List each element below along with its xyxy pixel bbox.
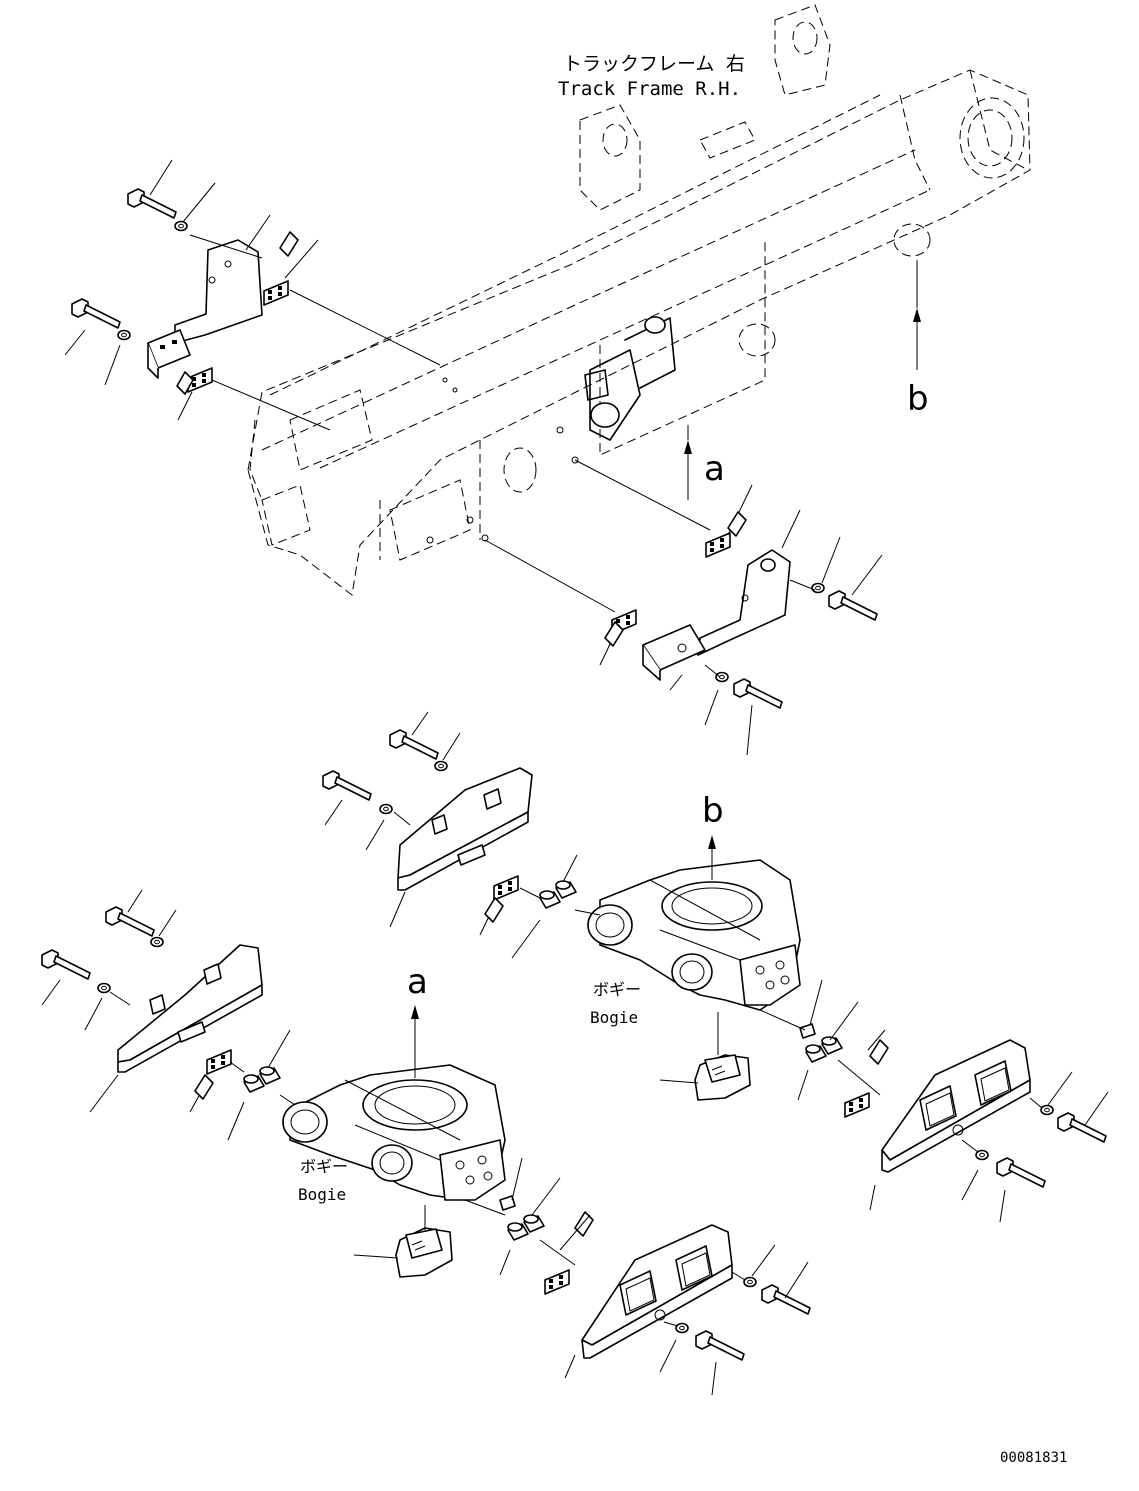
bolt-10 <box>41 949 91 980</box>
frame-guard-right <box>484 459 883 756</box>
bolt-2 <box>71 298 121 329</box>
svg-text:Bogie: Bogie <box>590 1008 638 1027</box>
bolt-7 <box>1057 1112 1107 1143</box>
frame-arrow-a: a <box>684 425 725 500</box>
bushing-8 <box>523 1214 545 1233</box>
svg-text:ボギー: ボギー <box>300 1157 348 1176</box>
bogie-upper-guard-right <box>844 1039 1109 1223</box>
bushing-7 <box>507 1222 529 1241</box>
shim-5 <box>493 875 519 901</box>
shim-1 <box>263 280 289 306</box>
bushing-2 <box>555 880 577 899</box>
ref-letter-b-bogie: b <box>702 791 724 831</box>
bushing-4 <box>821 1036 843 1055</box>
washer-3 <box>811 582 825 594</box>
track-frame <box>247 4 1031 596</box>
shim-3 <box>705 532 731 558</box>
bolt-4 <box>733 678 783 709</box>
bolt-1 <box>127 188 177 219</box>
ref-letter-a-frame: a <box>704 449 725 489</box>
bolt-9 <box>105 906 155 937</box>
bogie-lower-label: ボギー Bogie <box>298 1157 348 1204</box>
washer-2 <box>117 329 131 341</box>
bogie-upper-arrow-b: b <box>702 791 724 880</box>
svg-text:Bogie: Bogie <box>298 1185 346 1204</box>
bogie-lower <box>227 1029 576 1278</box>
bushing-6 <box>259 1066 281 1085</box>
svg-text:ボギー: ボギー <box>593 980 641 999</box>
bushing-3 <box>805 1044 827 1063</box>
bolt-5 <box>389 729 439 760</box>
frame-guard-left <box>64 159 441 431</box>
bogie-lower-guard-right <box>544 1211 811 1396</box>
washer-9 <box>150 936 164 948</box>
bolt-8 <box>996 1157 1046 1188</box>
washer-1 <box>174 220 188 232</box>
shim-6 <box>844 1092 870 1118</box>
track-frame-label: トラックフレーム 右 Track Frame R.H. <box>558 53 745 100</box>
bolt-6 <box>322 770 372 801</box>
shim-7 <box>206 1049 232 1075</box>
ref-letter-a-bogie: a <box>407 962 428 1002</box>
bushing-5 <box>243 1074 265 1093</box>
svg-text:トラックフレーム 右: トラックフレーム 右 <box>563 53 745 75</box>
bogie-upper <box>511 854 886 1101</box>
washer-7 <box>1040 1104 1054 1116</box>
bogie-lower-guard-left <box>41 889 263 1113</box>
washer-10 <box>97 982 111 994</box>
document-id: 00081831 <box>1000 1450 1067 1466</box>
bolt-3 <box>828 590 878 621</box>
bogie-upper-guard-left <box>322 711 541 936</box>
bushing-1 <box>539 890 561 909</box>
shim-8 <box>544 1269 570 1295</box>
bogie-lower-arrow-a: a <box>407 962 428 1078</box>
washer-4 <box>715 671 729 683</box>
frame-arrow-b: b <box>907 260 929 419</box>
bolt-11 <box>761 1284 811 1315</box>
washer-12 <box>675 1322 689 1334</box>
washer-6 <box>379 803 393 815</box>
svg-text:Track Frame R.H.: Track Frame R.H. <box>558 78 741 100</box>
ref-letter-b-frame: b <box>907 379 929 419</box>
washer-11 <box>743 1276 757 1288</box>
bolt-12 <box>695 1330 745 1361</box>
washer-5 <box>434 760 448 772</box>
bogie-upper-label: ボギー Bogie <box>590 980 641 1027</box>
